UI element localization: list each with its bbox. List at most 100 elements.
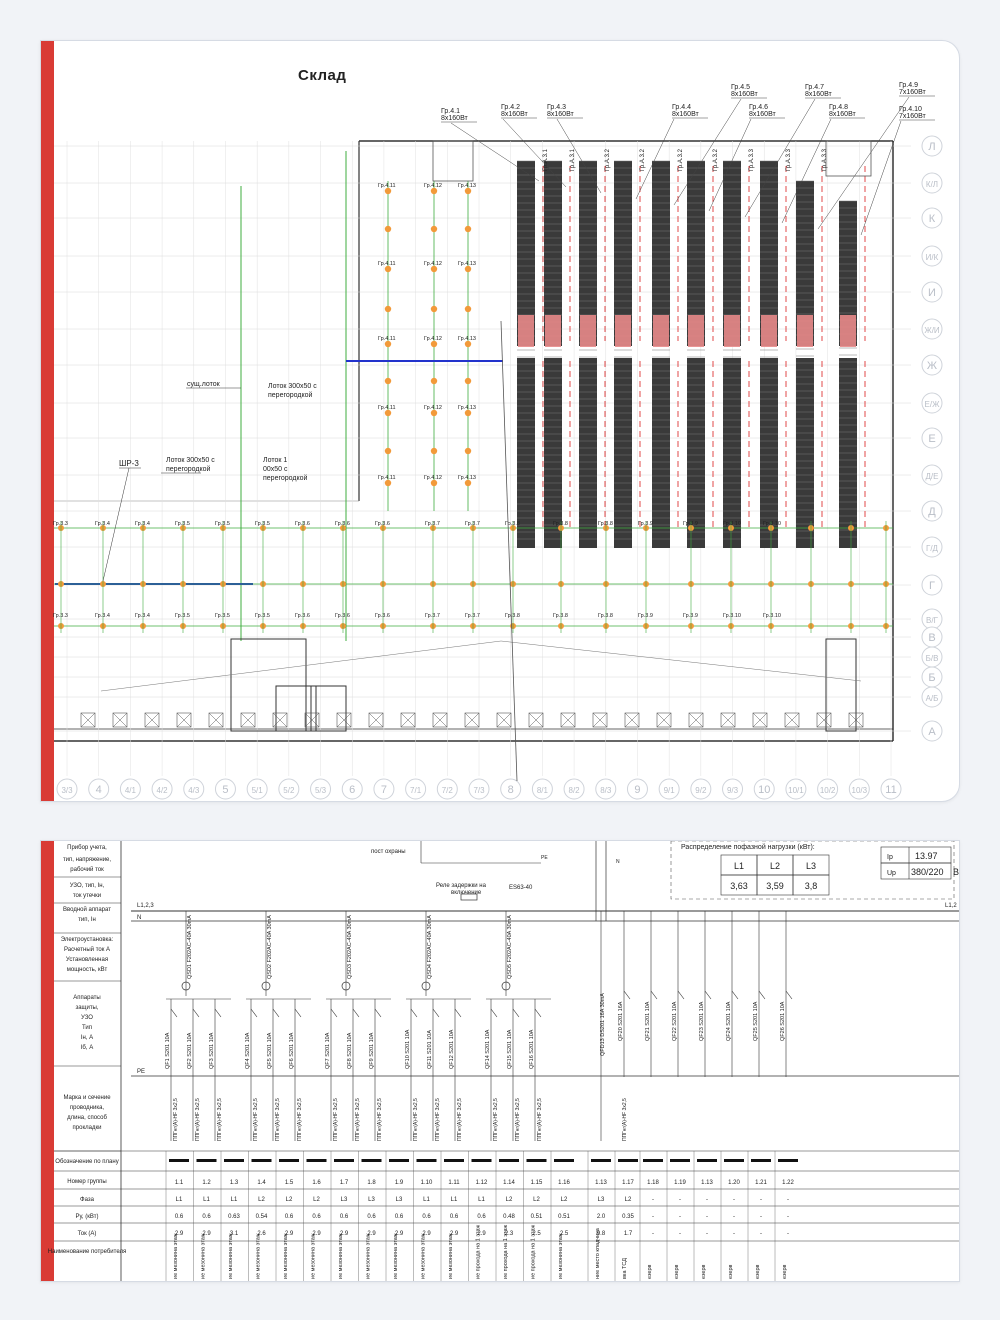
plan-designation-mark — [334, 1159, 354, 1162]
axis-bubble-row — [921, 464, 943, 486]
group-current: 2.9 — [175, 1231, 184, 1237]
group-consumer: вка ТСД — [622, 1258, 628, 1279]
group-number: 1.15 — [531, 1180, 543, 1186]
column — [592, 712, 608, 728]
axis-label-row: К/Л — [926, 180, 938, 189]
axis-bubble-col — [817, 778, 839, 800]
group-callout-name: Гр.4.8 — [829, 104, 848, 111]
breaker-label: QF14 S201 10A — [485, 1029, 491, 1069]
tray-label: перегородкой — [166, 465, 211, 473]
plan-designation-mark — [670, 1159, 690, 1162]
panel-leader — [102, 467, 130, 582]
pe-label: PE — [541, 855, 548, 861]
relay-label: Реле задержки на — [436, 883, 487, 889]
rack-group-label: Гр.А.3.2 — [678, 148, 684, 171]
rack-upper — [796, 181, 814, 346]
group-number: 1.5 — [285, 1180, 294, 1186]
rack-group-label: Гр.А.3.3 — [822, 148, 828, 171]
group-number: 1.3 — [230, 1180, 239, 1186]
callout-leader — [450, 122, 540, 182]
strip-group-label: Гр.3.3 — [53, 613, 68, 619]
axis-bubble-row — [921, 354, 943, 376]
breaker-label: QF9 S201 10A — [369, 1032, 375, 1069]
group-power: 2.0 — [597, 1214, 606, 1220]
callout-leader — [708, 118, 752, 212]
group-phase: - — [733, 1197, 735, 1203]
group-phase: L3 — [598, 1197, 605, 1203]
column-x — [304, 712, 320, 728]
group-power: 0.48 — [503, 1214, 515, 1220]
axis-bubble-col — [753, 778, 775, 800]
axis-label-row: В — [928, 632, 935, 644]
column-cross — [592, 712, 608, 728]
breaker-contact — [374, 1008, 382, 1018]
group-number: 1.17 — [622, 1180, 634, 1186]
strip-group-label: Гр.3.5 — [215, 613, 230, 619]
group-consumer: ие прохода на 1 этаж — [531, 1224, 537, 1279]
axis-bubble-row — [921, 207, 943, 229]
callout-leader — [556, 118, 602, 194]
breaker-contact — [758, 990, 766, 1000]
axis-bubble-col — [151, 778, 173, 800]
group-current: 2.9 — [395, 1231, 404, 1237]
accent-bar — [41, 41, 54, 801]
panel-label: ШР-3 — [119, 459, 139, 468]
breaker-contact — [512, 1008, 520, 1018]
axis-label-col: 5 — [222, 784, 228, 796]
strip-group-label: Гр.3.6 — [295, 521, 310, 527]
row-caption: тип, напряжение, — [63, 857, 111, 863]
luminaire-label: Гр.4.11 — [378, 261, 396, 267]
rack-upper — [579, 161, 597, 346]
axis-bubble-col — [722, 778, 744, 800]
column-cross — [656, 712, 672, 728]
luminaire — [430, 187, 438, 195]
axis-label-col: 10/3 — [852, 786, 868, 795]
row-caption: Расчетный ток А — [64, 946, 110, 953]
column-cross — [176, 712, 192, 728]
cable-label: ППГнг(А)-HF 3x2,5 — [253, 1098, 259, 1141]
column — [656, 712, 672, 728]
strip-group-label: Гр.3.10 — [763, 613, 781, 619]
axis-bubble-col — [500, 778, 522, 800]
rack-group-label: Гр.А.3.1 — [570, 148, 576, 171]
cable-label: ППГнг(А)-HF 3x2,5 — [173, 1098, 179, 1141]
group-consumer: ие мезонина этаж — [283, 1233, 289, 1279]
rack-lower — [652, 358, 670, 548]
luminaire-label: Гр.4.11 — [378, 405, 396, 411]
breaker-label: QF20 S201 16A — [618, 1001, 624, 1041]
breaker-label: QF1 S201 10A — [165, 1032, 171, 1069]
plan-designation-mark — [526, 1159, 547, 1162]
breaker-contact — [432, 1008, 440, 1018]
column — [624, 712, 640, 728]
breaker-label: QF7 S201 10A — [325, 1032, 331, 1069]
rack-column — [796, 166, 823, 548]
column — [336, 712, 352, 728]
tray-label: 00x50 с — [263, 466, 288, 473]
plan-designation-mark — [778, 1159, 798, 1162]
group-number: 1.11 — [448, 1180, 460, 1186]
rcd-label: QSD4 F202AC-40A 30mA — [427, 915, 433, 979]
tray-label: перегородкой — [263, 474, 308, 482]
column-x — [496, 712, 512, 728]
group-current: 9.8 — [597, 1231, 606, 1237]
breaker-label: QF21 S201 10A — [645, 1001, 651, 1041]
luminaire — [384, 447, 392, 455]
callout-leader — [502, 118, 567, 188]
axis-label-row: Е — [928, 433, 935, 445]
axis-bubble-col — [658, 778, 680, 800]
axis-bubble-col — [56, 778, 78, 800]
luminaire-label: Гр.4.11 — [378, 183, 396, 189]
column-cross — [848, 712, 864, 728]
group-phase: L1 — [423, 1197, 430, 1203]
axis-label-row: Г/Д — [926, 544, 939, 553]
luminaire — [430, 265, 438, 273]
cable-label: ППГнг(А)-HF 3x2,5 — [493, 1098, 499, 1141]
rack-group-label: Гр.А.3.3 — [786, 148, 792, 171]
cable-label: ППГнг(А)-HF 3x2,5 — [457, 1098, 463, 1141]
row-caption: Аппараты — [73, 995, 100, 1001]
axis-label-row: Е/Ж — [925, 400, 941, 409]
group-current: 1.7 — [624, 1231, 633, 1237]
breaker-contact — [490, 1008, 498, 1018]
column-x — [240, 712, 256, 728]
group-power: 0.6 — [395, 1214, 404, 1220]
